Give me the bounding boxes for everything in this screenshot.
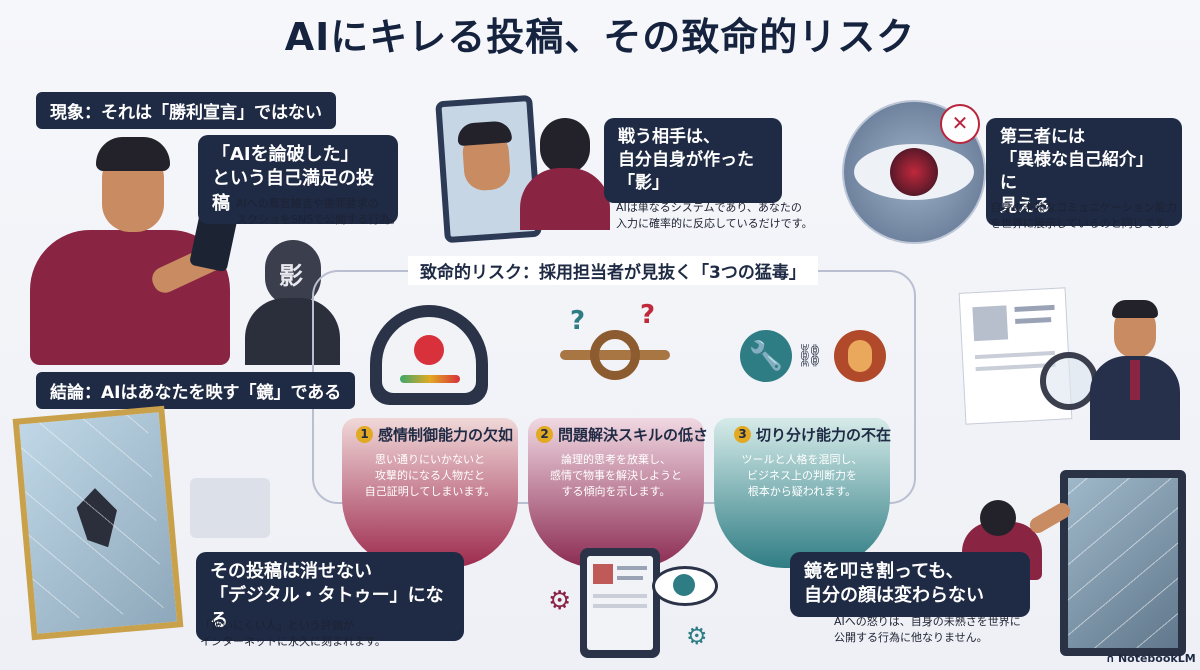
recruiter-illustration: [1090, 300, 1180, 440]
desc-line: 攻撃的になる人物だと: [375, 468, 485, 482]
question-icon: ?: [640, 300, 656, 330]
permanent-desc: 「扱いにくい人」という評価が インターネットに永久に刻まれます。: [200, 618, 386, 650]
risk-item-3-desc: ツールと人格を混同し、 ビジネス上の判断力を 根本から疑われます。: [727, 452, 877, 500]
desc-line: 感情で物事を解決しようと: [550, 468, 682, 482]
browser-window-icon: [190, 478, 270, 538]
risk-item-label: 感情制御能力の欠如: [378, 426, 514, 444]
gauge-icon: [370, 305, 488, 405]
person-back-illustration: [520, 118, 610, 230]
bubble-line: 「デジタル・タトゥー」になる: [210, 585, 444, 631]
desc-line: 根本から疑われます。: [747, 484, 857, 498]
risk-item-2-desc: 論理的思考を放棄し、 感情で物事を解決しようと する傾向を示します。: [541, 452, 691, 500]
bubble-line: 第三者には: [1000, 127, 1085, 147]
risk-title: 致命的リスク：採用担当者が見抜く「3つの猛毒」: [408, 256, 818, 285]
head-profile-icon: [834, 330, 886, 382]
bubble-line: 「影」: [618, 172, 669, 193]
number-badge: 3: [734, 426, 751, 443]
broken-mirror-illustration: [12, 405, 184, 641]
risk-item-1-desc: 思い通りにいかないと 攻撃的になる人物だと 自己証明してしまいます。: [355, 452, 505, 500]
desc-line: 「扱いにくい人」という評価が: [200, 619, 354, 632]
desc-line: 公開する行為に他なりません。: [834, 630, 988, 644]
desc-line: AIへの罵言雑言や謝罪要求の: [236, 197, 379, 210]
page-title: AIにキレる投稿、その致命的リスク: [284, 15, 916, 59]
number-badge: 1: [356, 426, 373, 443]
gear-icon: ⚙: [686, 622, 708, 650]
desc-line: する傾向を示します。: [561, 484, 671, 498]
conclusion-label: 結論：AIはあなたを映す「鏡」である: [36, 372, 356, 409]
bubble-line: という自己満足の投稿: [212, 168, 374, 214]
desc-line: ビジネス上の判断力を: [747, 468, 857, 482]
tablet-illustration: [580, 548, 660, 658]
bubble-line: 見える: [1000, 195, 1051, 216]
question-icon: ?: [570, 306, 586, 336]
brand: ∩ NotebookLM: [1106, 652, 1196, 665]
desc-line: AIは単なるシステムであり、あなたの: [616, 201, 802, 214]
desc-line: AIへの怒りは、自身の未熟さを世界に: [834, 615, 1021, 628]
risk-item-label: 問題解決スキルの低さ: [558, 426, 709, 444]
desc-line: 自身の未熟なコミュニケーション能力: [990, 201, 1177, 214]
wrench-icon: 🔧: [740, 330, 792, 382]
third-party-bubble: 第三者には 「異様な自己紹介」に 見える: [986, 118, 1182, 226]
bubble-line: 「異様な自己紹介」に: [1000, 149, 1153, 193]
broken-chain-icon: ⛓: [796, 344, 824, 369]
bubble-line: 戦う相手は、: [618, 127, 720, 147]
risk-item-1-heading: 1 感情制御能力の欠如: [356, 424, 513, 445]
globe-eye-icon: [842, 100, 986, 244]
risk-item-2-heading: 2 問題解決スキルの低さ: [536, 424, 708, 445]
third-party-desc: 自身の未熟なコミュニケーション能力 を世界に展示しているのと同じです。: [990, 200, 1177, 232]
desc-line: スクショをSNSで公開する行為。: [236, 212, 402, 226]
risk-funnel-2: [528, 418, 704, 568]
desc-line: 思い通りにいかないと: [375, 453, 485, 466]
phenomenon-bubble: 「AIを論破した」 という自己満足の投稿: [198, 135, 398, 224]
shadow-label: 影: [279, 262, 303, 290]
desc-line: 自己証明してしまいます。: [364, 484, 496, 498]
angry-man-illustration: [30, 135, 240, 365]
shattered-screen-illustration: [1060, 470, 1186, 656]
permanent-bubble: その投稿は消せない 「デジタル・タトゥー」になる: [196, 552, 464, 641]
brand-label: NotebookLM: [1117, 652, 1196, 665]
risk-item-3-heading: 3 切り分け能力の不在: [734, 424, 891, 445]
bubble-line: 自分自身が作った: [618, 149, 754, 170]
desc-line: 論理的思考を放棄し、: [561, 453, 671, 466]
eye-icon: [652, 566, 718, 606]
bubble-line: 鏡を叩き割っても、: [804, 561, 964, 582]
phenomenon-label: 現象：それは「勝利宣言」ではない: [36, 92, 336, 129]
notebooklm-logo-icon: ∩: [1106, 652, 1115, 665]
number-badge: 2: [536, 426, 553, 443]
bubble-line: 「AIを論破した」: [212, 144, 359, 165]
risk-funnel-3: [714, 418, 890, 568]
risk-item-label: 切り分け能力の不在: [756, 426, 892, 444]
phenomenon-desc: AIへの罵言雑言や謝罪要求の スクショをSNSで公開する行為。: [236, 196, 401, 228]
mirror-break-bubble: 鏡を叩き割っても、 自分の顔は変わらない: [790, 552, 1030, 617]
opponent-desc: AIは単なるシステムであり、あなたの 入力に確率的に反応しているだけです。: [616, 200, 813, 232]
desc-line: 入力に確率的に反応しているだけです。: [616, 216, 813, 230]
desc-line: ツールと人格を混同し、: [741, 453, 863, 466]
opponent-bubble: 戦う相手は、 自分自身が作った 「影」: [604, 118, 782, 203]
tangled-rope-icon: ? ?: [560, 300, 670, 400]
close-icon: ✕: [940, 104, 980, 144]
bubble-line: その投稿は消せない: [210, 561, 372, 582]
gear-icon: ⚙: [548, 586, 572, 616]
desc-line: を世界に展示しているのと同じです。: [990, 216, 1176, 230]
shadow-figure: 影: [245, 240, 340, 365]
bubble-line: 自分の顔は変わらない: [804, 585, 984, 607]
mirror-break-desc: AIへの怒りは、自身の未熟さを世界に 公開する行為に他なりません。: [834, 614, 1021, 646]
desc-line: インターネットに永久に刻まれます。: [200, 634, 386, 648]
risk-funnel-1: [342, 418, 518, 568]
